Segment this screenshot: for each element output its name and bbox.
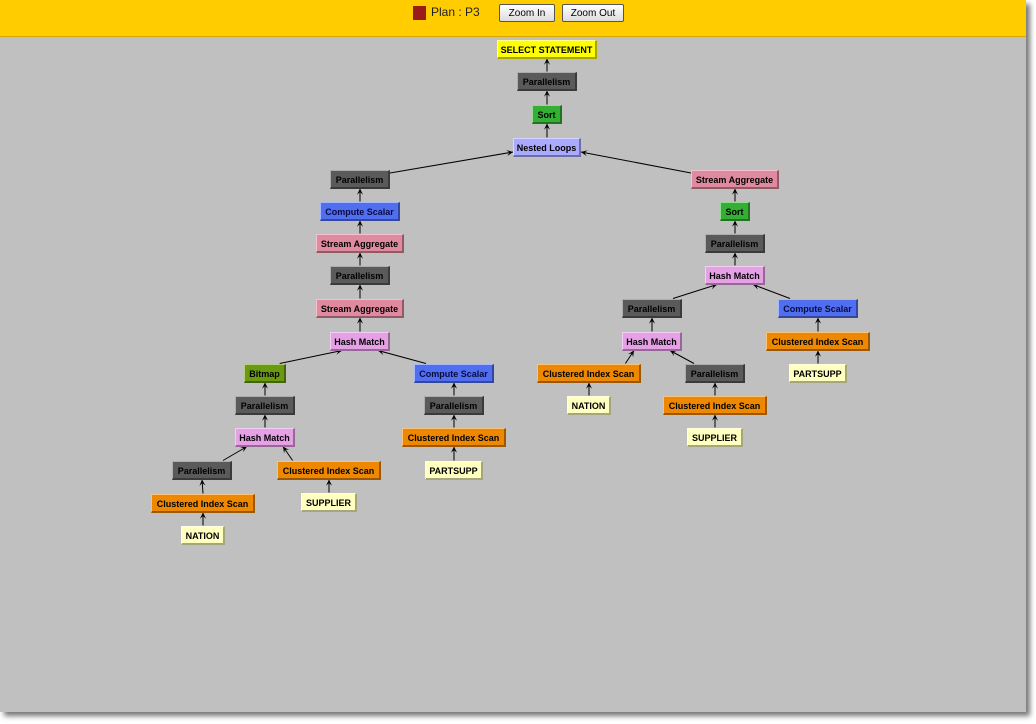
arrowhead-icon xyxy=(356,317,364,324)
plan-edge xyxy=(580,151,692,174)
arrowhead-icon xyxy=(731,220,739,227)
arrowhead-icon xyxy=(283,446,290,454)
toolbar: Plan : P3 Zoom In Zoom Out xyxy=(0,0,1026,37)
plan-node-parallelism[interactable]: Parallelism xyxy=(172,460,232,480)
arrowhead-icon xyxy=(648,317,656,324)
plan-edge xyxy=(222,446,248,461)
plan-edge xyxy=(672,284,718,299)
plan-node-scan[interactable]: Clustered Index Scan xyxy=(402,427,506,447)
plan-node-hash[interactable]: Hash Match xyxy=(622,331,682,351)
plan-node-table[interactable]: NATION xyxy=(181,525,225,545)
plan-node-select[interactable]: SELECT STATEMENT xyxy=(497,39,597,59)
arrowhead-icon xyxy=(814,317,822,324)
plan-node-parallelism[interactable]: Parallelism xyxy=(235,395,295,415)
plan-node-table[interactable]: PARTSUPP xyxy=(425,460,483,480)
zoom-in-button[interactable]: Zoom In xyxy=(499,4,555,22)
plan-node-sort[interactable]: Sort xyxy=(532,104,562,124)
plan-node-stream[interactable]: Stream Aggregate xyxy=(316,298,404,318)
plan-node-stream[interactable]: Stream Aggregate xyxy=(316,233,404,253)
plan-edges xyxy=(199,58,822,526)
arrowhead-icon xyxy=(356,252,364,259)
arrowhead-icon xyxy=(450,414,458,421)
arrowhead-icon xyxy=(325,479,333,486)
plan-node-scan[interactable]: Clustered Index Scan xyxy=(663,395,767,415)
arrowhead-icon xyxy=(356,220,364,227)
arrowhead-icon xyxy=(543,123,551,130)
arrowhead-icon xyxy=(450,382,458,389)
arrowhead-icon xyxy=(378,349,385,356)
arrowhead-icon xyxy=(356,284,364,291)
arrowhead-icon xyxy=(627,350,634,358)
plan-node-sort[interactable]: Sort xyxy=(720,201,750,221)
arrowhead-icon xyxy=(199,479,206,487)
arrowhead-icon xyxy=(450,446,458,453)
arrowhead-icon xyxy=(356,188,364,195)
plan-node-parallelism[interactable]: Parallelism xyxy=(622,298,682,318)
plan-node-parallelism[interactable]: Parallelism xyxy=(517,71,577,91)
plan-node-compute[interactable]: Compute Scalar xyxy=(320,201,400,221)
plan-color-swatch xyxy=(413,6,426,20)
plan-node-parallelism[interactable]: Parallelism xyxy=(685,363,745,383)
arrowhead-icon xyxy=(731,252,739,259)
plan-edge xyxy=(669,350,695,364)
plan-node-table[interactable]: PARTSUPP xyxy=(789,363,847,383)
plan-node-hash[interactable]: Hash Match xyxy=(235,427,295,447)
plan-viewer-window: Plan : P3 Zoom In Zoom Out SELECT STATEM… xyxy=(0,0,1026,712)
arrowhead-icon xyxy=(585,382,593,389)
plan-node-scan[interactable]: Clustered Index Scan xyxy=(766,331,870,351)
arrowhead-icon xyxy=(543,90,551,97)
arrowhead-icon xyxy=(261,414,269,421)
plan-label: Plan : P3 xyxy=(431,5,480,19)
arrowhead-icon xyxy=(753,283,760,290)
plan-node-compute[interactable]: Compute Scalar xyxy=(414,363,494,383)
arrowhead-icon xyxy=(240,446,247,453)
plan-node-stream[interactable]: Stream Aggregate xyxy=(691,169,779,189)
plan-node-parallelism[interactable]: Parallelism xyxy=(424,395,484,415)
arrowhead-icon xyxy=(814,350,822,357)
plan-node-hash[interactable]: Hash Match xyxy=(330,331,390,351)
plan-node-scan[interactable]: Clustered Index Scan xyxy=(277,460,381,480)
arrowhead-icon xyxy=(711,414,719,421)
arrowhead-icon xyxy=(670,350,677,357)
plan-node-compute[interactable]: Compute Scalar xyxy=(778,298,858,318)
arrowhead-icon xyxy=(710,283,717,290)
arrowhead-icon xyxy=(581,150,588,157)
plan-node-scan[interactable]: Clustered Index Scan xyxy=(151,493,255,513)
zoom-out-button[interactable]: Zoom Out xyxy=(562,4,624,22)
plan-node-nested[interactable]: Nested Loops xyxy=(513,137,581,157)
arrowhead-icon xyxy=(199,512,207,519)
plan-edge xyxy=(389,151,514,174)
plan-node-bitmap[interactable]: Bitmap xyxy=(244,363,286,383)
arrowhead-icon xyxy=(543,58,551,65)
arrowhead-icon xyxy=(261,382,269,389)
arrowhead-icon xyxy=(711,382,719,389)
plan-node-parallelism[interactable]: Parallelism xyxy=(330,265,390,285)
plan-edge xyxy=(279,350,343,364)
plan-node-table[interactable]: SUPPLIER xyxy=(301,492,357,512)
plan-node-parallelism[interactable]: Parallelism xyxy=(330,169,390,189)
plan-node-table[interactable]: SUPPLIER xyxy=(687,427,743,447)
plan-node-table[interactable]: NATION xyxy=(567,395,611,415)
arrowhead-icon xyxy=(731,188,739,195)
plan-edge xyxy=(752,284,791,299)
plan-node-parallelism[interactable]: Parallelism xyxy=(705,233,765,253)
arrowhead-icon xyxy=(506,150,513,157)
plan-node-hash[interactable]: Hash Match xyxy=(705,265,765,285)
plan-edge xyxy=(377,350,427,364)
plan-node-scan[interactable]: Clustered Index Scan xyxy=(537,363,641,383)
